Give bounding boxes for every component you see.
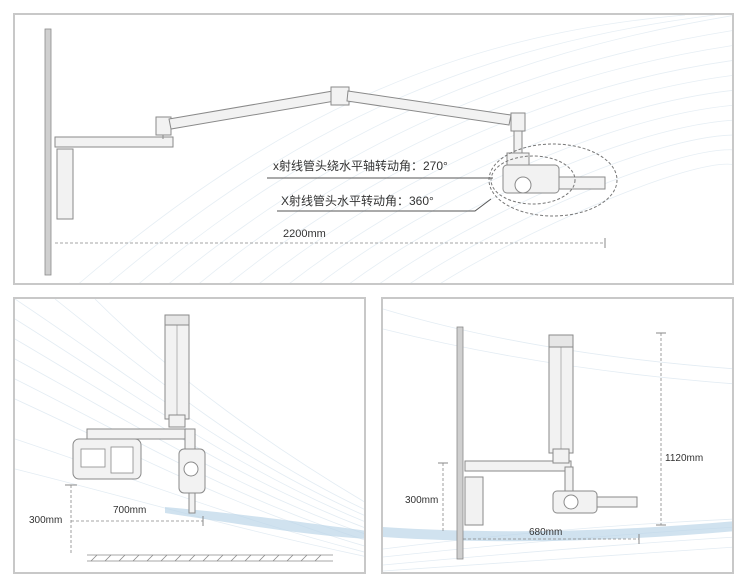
tube-stem	[513, 130, 523, 154]
label-rotation-axis: x射线管头绕水平轴转动角：270°	[273, 158, 448, 173]
rotation-ellipse-inner	[490, 155, 576, 205]
bottom-left-panel-side-view: 300mm 700mm	[13, 297, 366, 574]
xray-tube-head	[178, 428, 206, 514]
label-rotation-horizontal: X射线管头水平转动角：360°	[281, 193, 434, 208]
floor-wave	[383, 521, 732, 542]
horizontal-arm	[86, 428, 192, 440]
bottom-left-diagram: 300mm 700mm	[15, 299, 364, 562]
arm-segment-1	[168, 90, 336, 130]
label-height: 300mm	[29, 515, 62, 526]
top-panel-ceiling-arm-view: x射线管头绕水平轴转动角：270° X射线管头水平转动角：360° 2200mm	[13, 13, 734, 285]
xray-tube-head	[552, 466, 638, 514]
label-reach: 700mm	[113, 505, 146, 516]
wall-mount-box	[464, 476, 484, 526]
label-height-high: 1120mm	[665, 453, 703, 464]
floor-hatching	[87, 554, 333, 562]
joint-end	[510, 112, 526, 132]
label-reach: 2200mm	[283, 228, 326, 240]
wall	[44, 28, 52, 276]
top-diagram: x射线管头绕水平轴转动角：270° X射线管头水平转动角：360° 2200mm	[44, 15, 732, 283]
horizontal-arm	[464, 460, 572, 472]
arm-segment-2	[346, 90, 512, 126]
xray-tube-head	[502, 152, 606, 194]
background-wave-lines	[15, 299, 364, 557]
floor-wave	[165, 507, 364, 539]
wall-mount-unit	[72, 438, 142, 480]
bottom-right-panel-wall-view: 300mm 1120mm 680mm	[381, 297, 734, 574]
callout-line-2	[277, 198, 492, 212]
label-reach: 680mm	[529, 527, 562, 538]
joint-middle	[330, 86, 350, 106]
rotation-ellipse-outer	[488, 143, 618, 217]
label-height-low: 300mm	[405, 495, 438, 506]
background-wave-lines	[79, 15, 732, 283]
wall-mount-box	[56, 148, 74, 220]
wall	[456, 326, 464, 560]
base-arm	[54, 136, 174, 148]
bottom-right-diagram: 300mm 1120mm 680mm	[383, 308, 732, 572]
